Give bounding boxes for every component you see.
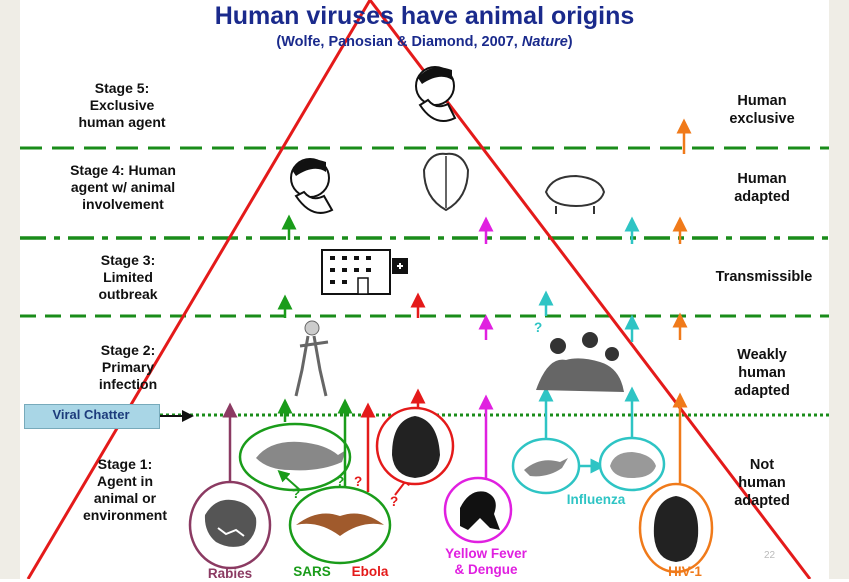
right-label-line: Not	[712, 456, 812, 474]
sneezing-person-stage5-icon	[416, 67, 455, 121]
two-faces-icon	[424, 154, 468, 210]
stage1-label: Stage 1: Agent in animal or environment	[66, 456, 184, 524]
hospital-icon	[322, 250, 408, 294]
stage-label-line: environment	[66, 507, 184, 524]
stage4-label: Stage 4: Human agent w/ animal involveme…	[52, 162, 194, 213]
unknown-mark: ?	[336, 474, 344, 490]
unknown-mark: ?	[354, 474, 362, 490]
influenza-label: Influenza	[556, 492, 636, 508]
stage-label-line: Stage 2:	[78, 342, 178, 359]
slide-title: Human viruses have animal origins	[0, 2, 849, 31]
family-group-icon	[536, 332, 624, 392]
sneezing-person-stage4-icon	[291, 159, 332, 213]
chimp-icon	[654, 496, 698, 562]
stage-label-line: animal or	[66, 490, 184, 507]
stage-label-line: infection	[78, 376, 178, 393]
pig-stage4-icon	[546, 176, 604, 214]
right-label-line: Human	[712, 170, 812, 188]
right-label-line: exclusive	[712, 110, 812, 128]
stage-label-line: agent w/ animal	[52, 179, 194, 196]
stage-label-line: Stage 5:	[62, 80, 182, 97]
yellow-fever-line: & Dengue	[430, 562, 542, 578]
stage3-label: Stage 3: Limited outbreak	[78, 252, 178, 303]
right-label-line: Human	[712, 92, 812, 110]
ebola-label: Ebola	[342, 564, 398, 580]
hunter-icon	[296, 321, 328, 396]
slide-subtitle: (Wolfe, Panosian & Diamond, 2007, Nature…	[0, 34, 849, 50]
yellow-fever-line: Yellow Fever	[430, 546, 542, 562]
unknown-mark: ?	[390, 494, 398, 510]
stage-label-line: Stage 1:	[66, 456, 184, 473]
hiv-label: HIV-1	[660, 564, 710, 580]
stage-label-line: Stage 4: Human	[52, 162, 194, 179]
right-label-line: Weakly	[712, 346, 812, 364]
right-label-line: human	[712, 364, 812, 382]
rabies-label: Rabies	[196, 566, 264, 582]
stage-label-line: human agent	[62, 114, 182, 131]
stage-label-line: Primary	[78, 359, 178, 376]
right-label-line: adapted	[712, 382, 812, 400]
stage-label-line: Agent in	[66, 473, 184, 490]
journal-name: Nature	[522, 34, 568, 50]
human-adapted-label: Human adapted	[712, 170, 812, 206]
sars-label: SARS	[288, 564, 336, 580]
unknown-mark: ?	[292, 486, 300, 502]
viral-chatter-label: Viral Chatter	[24, 407, 158, 422]
stage-label-line: Limited	[78, 269, 178, 286]
weakly-human-adapted-label: Weakly human adapted	[712, 346, 812, 400]
stage2-label: Stage 2: Primary infection	[78, 342, 178, 393]
unknown-mark: ?	[534, 320, 542, 336]
stage-label-line: Stage 3:	[78, 252, 178, 269]
stage-label-line: involvement	[52, 196, 194, 213]
right-label-line: human	[712, 474, 812, 492]
human-exclusive-label: Human exclusive	[712, 92, 812, 128]
not-human-adapted-label: Not human adapted	[712, 456, 812, 510]
yellow-fever-label: Yellow Fever & Dengue	[430, 546, 542, 578]
stage5-label: Stage 5: Exclusive human agent	[62, 80, 182, 131]
transmissible-label: Transmissible	[702, 268, 826, 286]
page-number: 22	[764, 550, 775, 561]
right-label-line: Transmissible	[702, 268, 826, 286]
stage-label-line: outbreak	[78, 286, 178, 303]
right-label-line: adapted	[712, 188, 812, 206]
right-label-line: adapted	[712, 492, 812, 510]
citation: (Wolfe, Panosian & Diamond, 2007, Nature…	[276, 34, 572, 50]
stage-label-line: Exclusive	[62, 97, 182, 114]
